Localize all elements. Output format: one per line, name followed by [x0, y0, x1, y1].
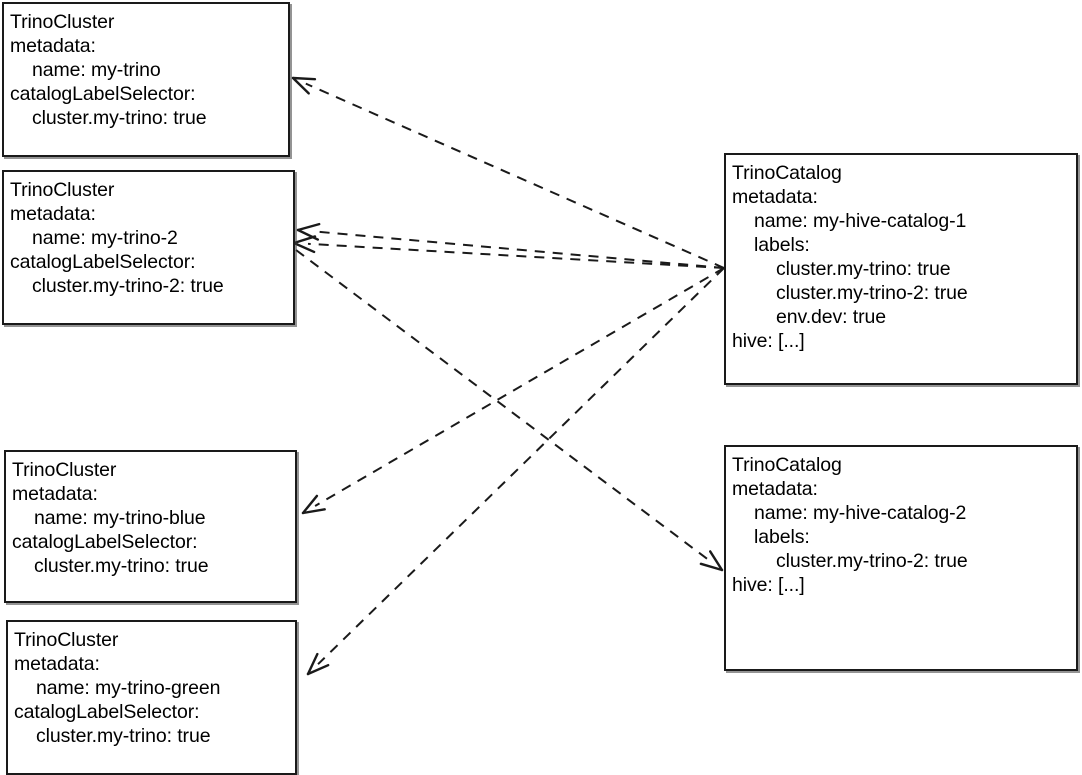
- edge-catalog1-to-cluster-my-trino-blue: [301, 267, 725, 515]
- node-line: labels:: [754, 526, 810, 548]
- node-line: metadata:: [732, 478, 818, 500]
- edge-catalog1-to-cluster-my-trino: [291, 76, 725, 269]
- node-line: TrinoCluster: [14, 629, 119, 651]
- edge-catalog1-to-cluster-my-trino-2-a: [296, 222, 725, 269]
- node-line: hive: [...]: [732, 330, 805, 352]
- node-line: cluster.my-trino: true: [776, 258, 951, 280]
- node-line: TrinoCatalog: [732, 454, 842, 476]
- node-line: cluster.my-trino-2: true: [776, 282, 968, 304]
- node-line: metadata:: [732, 186, 818, 208]
- node-line: cluster.my-trino: true: [36, 725, 211, 747]
- node-line: env.dev: true: [776, 306, 886, 328]
- node-line: name: my-hive-catalog-2: [754, 502, 967, 524]
- edge-catalog1-to-cluster-my-trino-2-b-arrowhead-icon: [292, 235, 317, 254]
- node-line: metadata:: [10, 35, 96, 57]
- node-line: cluster.my-trino: true: [32, 107, 207, 129]
- node-line: cluster.my-trino-2: true: [32, 275, 224, 297]
- node-line: catalogLabelSelector:: [12, 531, 198, 553]
- edge-cluster-my-trino-2-to-catalog2: [295, 249, 724, 572]
- node-line: TrinoCluster: [12, 459, 117, 481]
- node-line: cluster.my-trino: true: [34, 555, 209, 577]
- node-line: name: my-trino-2: [32, 227, 178, 249]
- node-line: metadata:: [10, 203, 96, 225]
- edge-catalog1-to-cluster-my-trino-2-a-arrowhead-icon: [296, 222, 321, 241]
- node-line: hive: [...]: [732, 574, 805, 596]
- edge-catalog1-to-cluster-my-trino-arrowhead-icon: [291, 76, 317, 95]
- node-line: TrinoCluster: [10, 179, 115, 201]
- node-line: TrinoCatalog: [732, 162, 842, 184]
- node-line: metadata:: [12, 483, 98, 505]
- node-line: catalogLabelSelector:: [10, 83, 196, 105]
- node-line: name: my-trino-blue: [34, 507, 206, 529]
- node-line: catalogLabelSelector:: [10, 251, 196, 273]
- node-line: labels:: [754, 234, 810, 256]
- node-line: catalogLabelSelector:: [14, 701, 200, 723]
- edge-catalog1-to-cluster-my-trino-blue-arrowhead-icon: [301, 494, 326, 515]
- node-line: name: my-trino-green: [36, 677, 221, 699]
- edge-catalog1-to-cluster-my-trino-green-arrowhead-icon: [306, 652, 330, 676]
- node-line: cluster.my-trino-2: true: [776, 550, 968, 572]
- node-line: TrinoCluster: [10, 11, 115, 33]
- edge-catalog1-to-cluster-my-trino-green: [306, 267, 725, 676]
- node-line: name: my-hive-catalog-1: [754, 210, 967, 232]
- edge-cluster-my-trino-2-to-catalog2-arrowhead-icon: [699, 550, 724, 572]
- edge-catalog1-to-cluster-my-trino-2-b: [292, 235, 725, 269]
- node-line: metadata:: [14, 653, 100, 675]
- node-line: name: my-trino: [32, 59, 161, 81]
